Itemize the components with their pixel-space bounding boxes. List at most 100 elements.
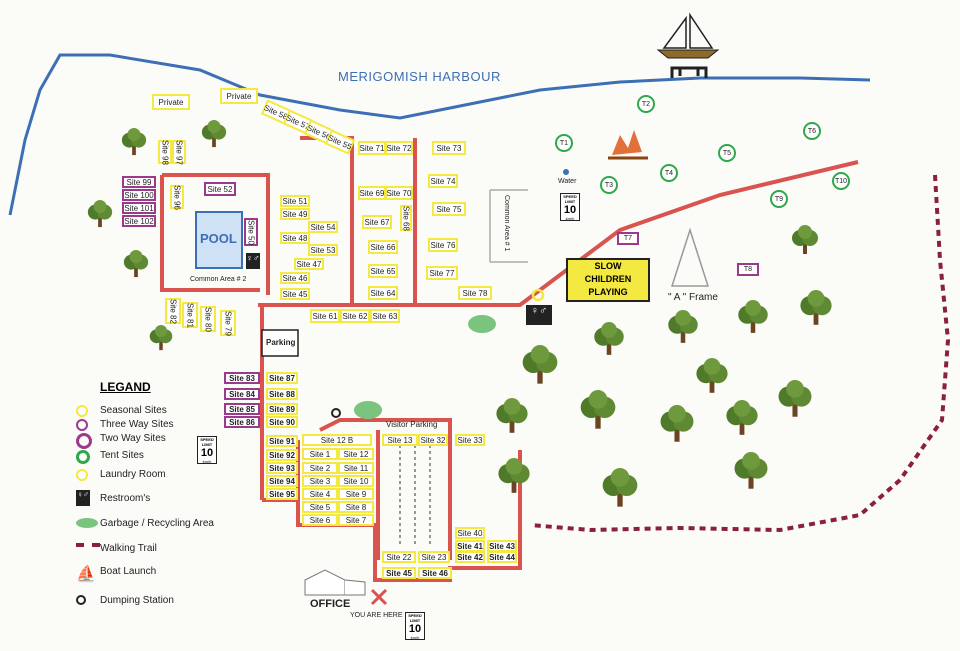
campsite-s80: Site 80 <box>200 306 216 332</box>
visitor-parking-label: Visitor Parking <box>386 420 438 429</box>
campsite-s51: Site 51 <box>280 195 310 207</box>
tree-icon <box>694 358 730 394</box>
tree-icon <box>666 310 700 344</box>
tent-site: T5 <box>718 144 736 162</box>
parking-lanes <box>399 445 431 545</box>
campsite-s8: Site 8 <box>338 501 374 513</box>
campsite-s5: Site 5 <box>302 501 338 513</box>
parking-lot <box>261 329 299 357</box>
tree-icon <box>200 120 228 148</box>
tree-icon <box>776 380 814 418</box>
tree-icon <box>600 468 640 508</box>
legend-item-label: Two Way Sites <box>100 433 166 444</box>
tent-site: T10 <box>832 172 850 190</box>
legend-swatch-icon <box>76 543 100 547</box>
campsite-s1: Site 1 <box>302 448 338 460</box>
tree-icon <box>732 452 770 490</box>
campsite-s50: Site 50 <box>244 218 258 246</box>
recycling-icon <box>354 315 496 419</box>
campsite-s3: Site 3 <box>302 475 338 487</box>
tent-site: T3 <box>600 176 618 194</box>
legend-swatch-icon <box>76 433 92 449</box>
walking-trail <box>529 174 951 533</box>
campsite-s94: Site 94 <box>266 475 298 487</box>
campsite-s68: Site 68 <box>400 205 412 231</box>
water-label: Water <box>558 178 577 185</box>
tree-icon <box>736 300 770 334</box>
common-area-2-label: Common Area # 2 <box>190 276 247 283</box>
legend-item-label: Dumping Station <box>100 595 174 606</box>
legend-swatch-icon: ⛵ <box>76 566 96 583</box>
laundry-room-icon <box>531 288 545 302</box>
campsite-s97: Site 97 <box>172 140 186 164</box>
campsite-s96: Site 96 <box>170 185 184 209</box>
campsite-s49: Site 49 <box>280 208 310 220</box>
speed-limit-value: 10 <box>563 204 577 216</box>
tree-icon <box>520 345 560 385</box>
campsite-s99: Site 99 <box>122 176 156 188</box>
campsite-s79: Site 79 <box>220 310 236 336</box>
speed-limit-value: 10 <box>408 623 422 635</box>
campsite-s45: Site 45 <box>382 567 416 579</box>
pool <box>195 211 243 269</box>
tree-icon <box>148 325 174 351</box>
campsite-s2: Site 2 <box>302 462 338 474</box>
legend-item-label: Three Way Sites <box>100 419 174 430</box>
water-tap-icon <box>563 169 569 175</box>
campsite-s53: Site 53 <box>308 244 338 256</box>
slow-sign-line3: PLAYING <box>588 287 628 297</box>
campsite-s90: Site 90 <box>266 416 298 428</box>
campsite-s67: Site 67 <box>362 215 392 229</box>
campsite-s75: Site 75 <box>432 202 466 216</box>
campsite-s23: Site 23 <box>418 551 450 563</box>
tree-icon <box>86 200 114 228</box>
tree-icon <box>494 398 530 434</box>
campsite-s62: Site 62 <box>340 309 370 323</box>
legend-item-label: Walking Trail <box>100 543 157 554</box>
tent-site: T9 <box>770 190 788 208</box>
campsite-s45t: Site 45 <box>280 288 310 300</box>
pool-label: POOL <box>200 231 237 246</box>
campsite-s71: Site 71 <box>358 141 386 155</box>
legend-swatch-icon <box>76 419 88 431</box>
legend-swatch-icon <box>76 518 98 528</box>
legend-item-label: Laundry Room <box>100 469 166 480</box>
a-frame-label: " A " Frame <box>668 292 718 303</box>
tree-icon <box>658 405 696 443</box>
campfire-icon <box>608 130 648 160</box>
campsite-s95: Site 95 <box>266 488 298 500</box>
dumping-station-icon <box>331 408 341 418</box>
campsite-s76: Site 76 <box>428 238 458 252</box>
harbour-label: MERIGOMISH HARBOUR <box>338 69 501 84</box>
campsite-s86: Site 86 <box>224 416 260 428</box>
campsite-s61: Site 61 <box>310 309 340 323</box>
legend-item-label: Tent Sites <box>100 450 144 461</box>
campsite-s91: Site 91 <box>266 435 298 447</box>
tree-icon <box>790 225 820 255</box>
campsite-s12b: Site 12 B <box>302 434 372 446</box>
tree-icon <box>798 290 834 326</box>
office-icon <box>304 569 366 596</box>
harbour-shoreline <box>8 53 871 216</box>
legend-item-label: Seasonal Sites <box>100 405 167 416</box>
campsite-s88: Site 88 <box>266 388 298 400</box>
you-are-here-marker <box>370 588 388 606</box>
legend-item-label: Boat Launch <box>100 566 157 577</box>
tent-site: T8 <box>737 263 759 276</box>
campsite-s102: Site 102 <box>122 215 156 227</box>
speed-limit-unit: km/h <box>565 216 575 221</box>
tree-icon <box>592 322 626 356</box>
campsite-s7: Site 7 <box>338 514 374 526</box>
campsite-s81: Site 81 <box>182 302 198 328</box>
campsite-s4: Site 4 <box>302 488 338 500</box>
campsite-s66: Site 66 <box>368 240 398 254</box>
parking-label: Parking <box>266 338 296 347</box>
boat-launch-icon <box>656 12 720 78</box>
slow-sign-line2: CHILDREN <box>584 274 632 284</box>
campsite-s72: Site 72 <box>385 141 413 155</box>
you-are-here-label: YOU ARE HERE <box>350 612 403 619</box>
tent-site: T6 <box>803 122 821 140</box>
